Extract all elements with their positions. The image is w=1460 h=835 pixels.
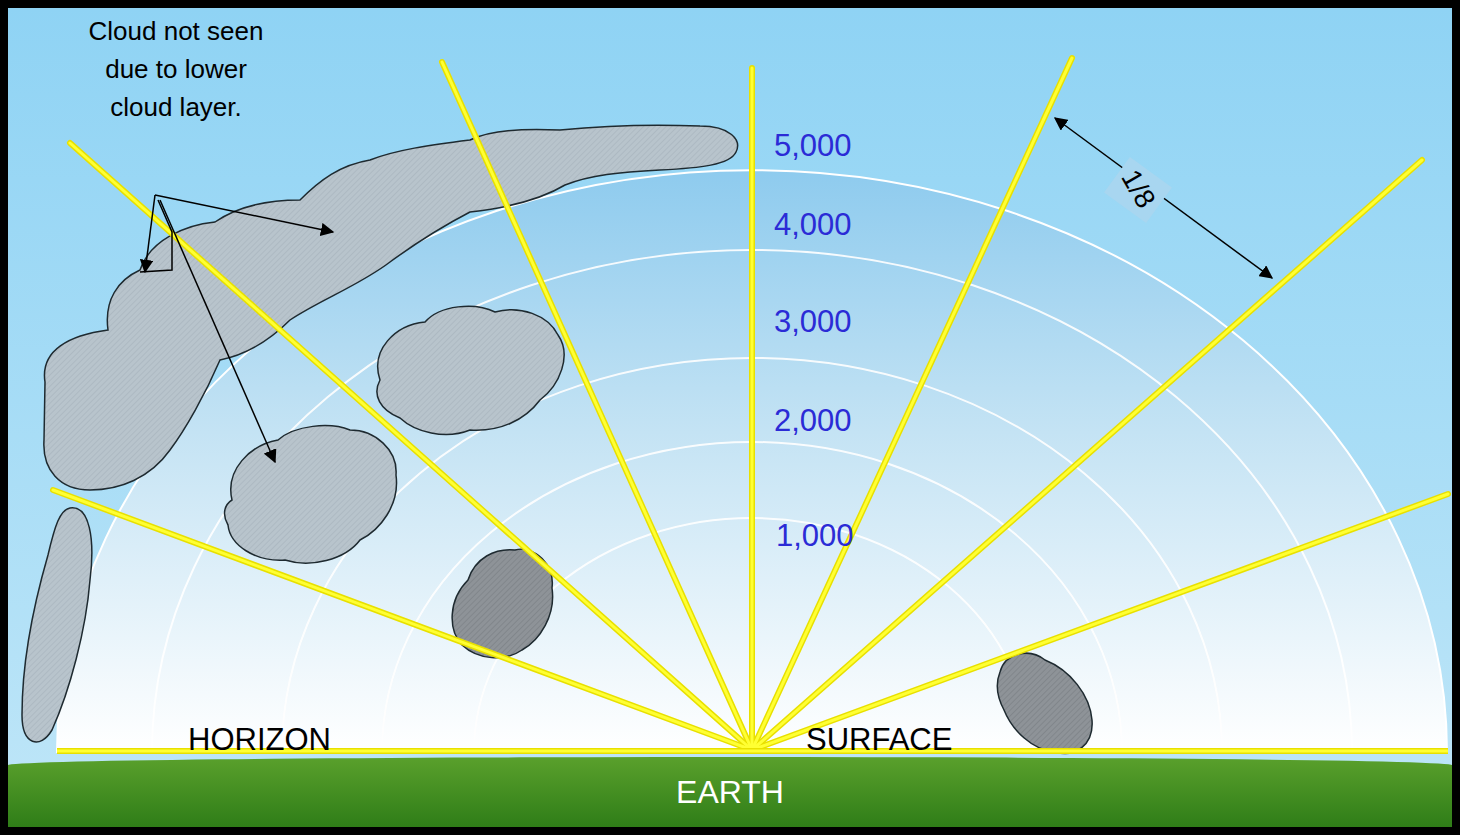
leader-lines	[140, 195, 333, 462]
sky-octant-rays-highlight	[53, 58, 1448, 750]
ground-label: EARTH	[676, 774, 784, 811]
altitude-label: 3,000	[774, 304, 894, 340]
sky-octant-rays	[53, 58, 1448, 750]
altitude-label: 1,000	[776, 518, 896, 554]
dimension-arrow	[1055, 118, 1272, 278]
altitude-label: 5,000	[774, 128, 894, 164]
mid-cloud	[377, 306, 564, 434]
mid-cloud	[225, 426, 397, 563]
altitude-label: 4,000	[774, 207, 894, 243]
ground-band: EARTH	[8, 757, 1452, 827]
axis-label: HORIZON	[188, 722, 388, 758]
upper-cloud-layer	[44, 125, 738, 490]
distant-cloud	[22, 508, 92, 742]
low-cloud	[997, 653, 1092, 753]
axis-label: SURFACE	[806, 722, 1006, 758]
altitude-label: 2,000	[774, 403, 894, 439]
sky-background	[8, 8, 1452, 827]
callout-note: Cloud not seen due to lower cloud layer.	[88, 12, 264, 126]
